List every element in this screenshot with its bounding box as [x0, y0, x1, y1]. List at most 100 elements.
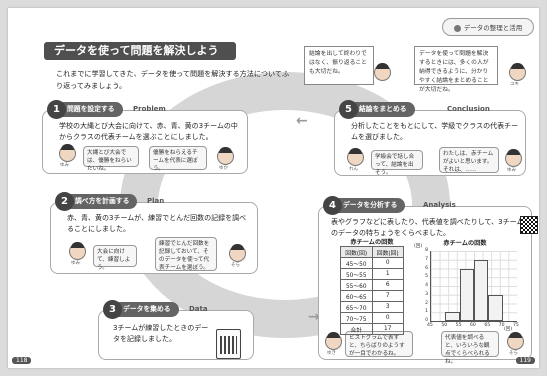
section-3-text: 3チームが練習したときのデータを記録しました。 — [113, 324, 209, 343]
histogram-x-tick: 50 — [441, 323, 448, 328]
histogram-x-tick: 75 — [513, 323, 519, 328]
table-cell: 0 — [371, 312, 404, 324]
table-header-cell: 回数(回) — [371, 246, 404, 258]
student-name: そら — [231, 263, 240, 268]
section-1-bubble-2: 優勝をねらえるチームを代表に選ぼう。 — [149, 146, 207, 172]
table-cell: 1 — [371, 268, 404, 280]
histogram-bar — [445, 312, 460, 321]
section-4-bubble-2: 代表値を調べると、いろいろな観点でくらべられるね。 — [441, 331, 499, 365]
section-2-number: 2 — [55, 192, 74, 211]
histogram-y-tick: 4 — [425, 283, 428, 288]
section-3-english: Data — [189, 305, 208, 313]
histogram-y-tick: 0 — [425, 318, 428, 323]
textbook-spread: ← ← ↓ ↓ → → データの整理と活用 データを使って問題を解決しよう これ… — [8, 8, 539, 368]
student-name: ゆみ — [507, 168, 516, 173]
section-2-label: 2 調べ方を計画する — [55, 192, 138, 211]
table-cell: 70〜75 — [340, 312, 373, 324]
section-1-number: 1 — [47, 100, 66, 119]
student-avatar — [59, 144, 76, 162]
table-total-value: 17 — [371, 323, 404, 335]
histogram-x-tick: 55 — [455, 323, 462, 328]
table-cell: 60〜65 — [340, 290, 373, 302]
section-1-english: Problem — [133, 105, 166, 113]
table-cell: 55〜60 — [340, 279, 373, 291]
table-cell: 50〜55 — [340, 268, 373, 280]
histogram-x-tick: 70 — [498, 323, 505, 328]
table-total-label: 合計 — [340, 323, 373, 335]
histogram-y-tick: 1 — [425, 309, 428, 315]
character-avatar — [374, 63, 391, 81]
cycle-arrow: ← — [296, 113, 308, 129]
student-name: ゆき — [327, 351, 336, 356]
student-avatar — [217, 147, 234, 165]
section-plan-card: 2 調べ方を計画する Plan 赤、青、黄の3チームが、練習でとんだ回数の記録を… — [50, 192, 258, 274]
topic-badge: データの整理と活用 — [442, 18, 534, 36]
histogram-y-tick: 2 — [425, 300, 428, 306]
right-page-number: 119 — [515, 357, 535, 364]
page-title: データを使って問題を解決しよう — [44, 42, 236, 60]
table-cell: 0 — [371, 257, 404, 269]
histogram-x-tick: 60 — [470, 323, 476, 328]
topic-label: データの整理と活用 — [463, 24, 523, 32]
topic-icon — [453, 24, 461, 32]
section-2-title: 調べ方を計画する — [75, 197, 130, 205]
section-4-label: 4 データを分析する — [323, 196, 406, 215]
section-1-title: 問題を設定する — [67, 105, 115, 113]
section-3-title: データを集める — [123, 305, 171, 313]
top-left-note: 結論を出して終わりではなく、振り返ることも大切だね。 — [304, 46, 374, 85]
histogram-y-tick: 7 — [425, 256, 428, 262]
section-5-english: Conclusion — [447, 105, 490, 113]
histogram-y-unit: (回) — [414, 244, 423, 249]
top-right-note: データを使って問題を解決するときには、多くの人が納得できるように、分かりやすく結… — [414, 46, 498, 93]
section-2-bubble-2: 練習でとんだ回数を記録しておいて、そのデータを使って代表チームを選ぼう。 — [155, 237, 217, 271]
qr-code[interactable] — [520, 216, 538, 234]
cycle-arrow: → — [308, 309, 320, 325]
histogram-x-tick: 65 — [484, 323, 491, 328]
table-cell: 45〜50 — [340, 257, 373, 269]
table-cell: 65〜70 — [340, 301, 373, 313]
section-2-text: 赤、青、黄の3チームが、練習でとんだ回数の記録を調べることにしました。 — [67, 214, 247, 233]
section-problem-card: 1 問題を設定する Problem 学校の大縄とび大会に向けて、赤、青、黄の3チ… — [42, 100, 248, 174]
student-avatar — [229, 244, 246, 262]
section-4-text: 表やグラフなどに表したり、代表値を調べたりして、3チームのデータの特ちょうをくら… — [331, 218, 524, 237]
student-name: れん — [349, 167, 358, 172]
character-avatar — [509, 63, 526, 81]
section-conclusion-card: 5 結論をまとめる Conclusion 分析したことをもとにして、学級でクラス… — [334, 100, 526, 176]
section-1-bubble-1: 大縄とび大会では、優勝をねらいたいね。 — [83, 146, 139, 172]
section-5-bubble-2: わたしは、赤チームがよいと思います。それは、…… — [439, 147, 499, 173]
histogram-x-unit: (回) — [504, 327, 513, 332]
histogram-bar — [474, 259, 489, 321]
table-cell: 6 — [371, 279, 404, 291]
student-name: ゆみ — [60, 163, 69, 168]
section-2-english: Plan — [147, 197, 165, 205]
section-1-text: 学校の大縄とび大会に向けて、赤、青、黄の3チームの中からクラスの代表チームを選ぶ… — [59, 122, 238, 141]
student-name: そら — [509, 351, 518, 356]
section-5-text: 分析したことをもとにして、学級でクラスの代表チームを選びました。 — [351, 122, 519, 141]
section-4-number: 4 — [323, 196, 342, 215]
histogram-plot-area — [430, 251, 517, 322]
histogram-x-tick: 45 — [427, 323, 433, 328]
student-avatar — [507, 332, 524, 350]
section-5-label: 5 結論をまとめる — [339, 100, 415, 119]
table-title: 赤チームの回数 — [350, 239, 394, 246]
histogram-y-tick: 5 — [425, 274, 428, 280]
student-avatar — [347, 148, 364, 166]
section-1-label: 1 問題を設定する — [47, 100, 123, 119]
section-4-title: データを分析する — [343, 201, 398, 209]
student-avatar — [69, 242, 86, 260]
student-name: ゆみ — [71, 261, 80, 266]
section-5-bubble-1: 学級会で話し合って、結論を出そう。 — [371, 150, 423, 176]
table-cell: 7 — [371, 290, 404, 302]
section-3-label: 3 データを集める — [103, 300, 179, 319]
clipboard-icon — [216, 329, 241, 359]
section-4-bubble-1: ヒストグラムで表すと、ちらばりのようすが一目でわかるね。 — [345, 331, 413, 357]
